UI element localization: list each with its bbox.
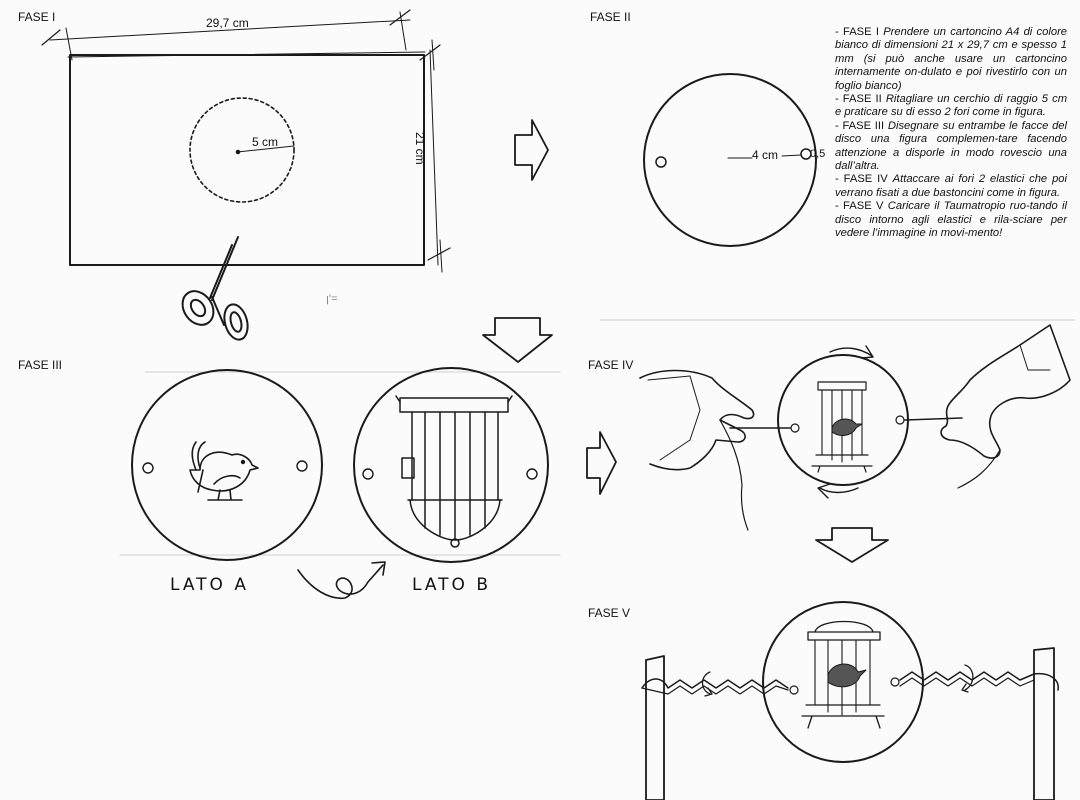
side-a-label: LATO A bbox=[170, 575, 249, 595]
instruction-4: - FASE IV Attaccare ai fori 2 elastici c… bbox=[835, 173, 1067, 200]
flip-arrow-icon bbox=[298, 562, 385, 598]
arrow-down-icon-2 bbox=[816, 528, 888, 562]
instruction-3: - FASE III Disegnare su entrambe le facc… bbox=[835, 120, 1067, 174]
side-b-label: LATO B bbox=[412, 575, 491, 595]
phase-1-label: FASE I bbox=[18, 10, 55, 24]
width-dimension: 29,7 cm bbox=[206, 16, 249, 30]
disc-on-sticks-drawing bbox=[642, 602, 1058, 800]
scissors-icon bbox=[176, 237, 251, 342]
hole-size: 0,5 bbox=[810, 148, 825, 160]
side-b-disc bbox=[354, 368, 548, 562]
disc-with-holes-drawing bbox=[644, 74, 816, 246]
instruction-5: - FASE V Caricare il Taumatropio ruo-tan… bbox=[835, 200, 1067, 240]
instruction-1: - FASE I Prendere un cartoncino A4 di co… bbox=[835, 26, 1067, 93]
phase-2-label: FASE II bbox=[590, 10, 631, 24]
phase-4-label: FASE IV bbox=[588, 358, 633, 372]
hole-distance: 4 cm bbox=[752, 148, 778, 162]
arrow-right-icon bbox=[515, 120, 548, 180]
guide-lines bbox=[120, 320, 1075, 555]
phase-3-label: FASE III bbox=[18, 358, 62, 372]
spinning-disc-with-hands bbox=[640, 325, 1070, 530]
radius-dimension: 5 cm bbox=[252, 135, 278, 149]
instruction-2: - FASE II Ritagliare un cerchio di raggi… bbox=[835, 93, 1067, 120]
height-dimension: 21 cm bbox=[413, 132, 427, 165]
instructions-panel: - FASE I Prendere un cartoncino A4 di co… bbox=[835, 26, 1067, 241]
scribble-mark: ꞁ'= bbox=[326, 292, 338, 305]
arrow-right-icon-2 bbox=[587, 432, 616, 494]
phase-5-label: FASE V bbox=[588, 606, 630, 620]
side-a-disc bbox=[132, 370, 322, 560]
bird-icon bbox=[190, 442, 258, 500]
a4-card-drawing bbox=[42, 10, 450, 342]
birdcage-icon bbox=[396, 396, 512, 547]
arrow-down-icon bbox=[483, 318, 552, 362]
